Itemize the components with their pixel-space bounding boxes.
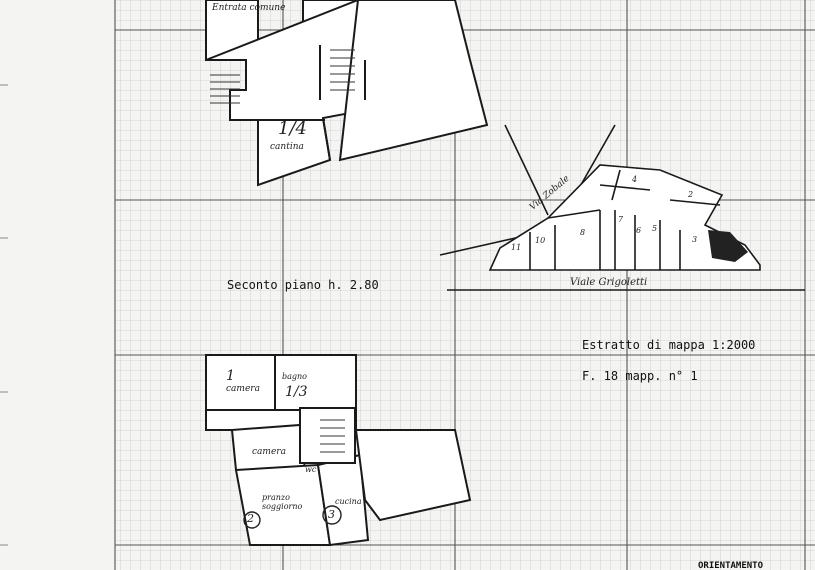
- room-pranzo-label: pranzo soggiorno: [262, 493, 303, 511]
- top-floor-plan: [205, 0, 489, 187]
- bottom-unit-label: 1/3: [285, 384, 308, 400]
- subject-parcel: [708, 230, 748, 262]
- parcel-5: 5: [652, 224, 658, 233]
- parcel-reference-label: F. 18 mapp. n° 1: [582, 369, 698, 383]
- room-1-number: 1: [226, 368, 235, 384]
- parcel-7: 7: [618, 215, 624, 224]
- room-marker-3: [322, 505, 342, 525]
- parcel-8: 8: [580, 228, 586, 237]
- bottom-floor-plan: [205, 354, 472, 547]
- parcel-2: 2: [688, 190, 694, 199]
- margin-ticks: [0, 84, 8, 546]
- parcel-4: 4: [632, 175, 638, 184]
- second-floor-label: Seconto piano h. 2.80: [227, 278, 379, 292]
- room-camera-label: camera: [226, 384, 260, 394]
- orientation-label: ORIENTAMENTO: [698, 561, 764, 570]
- room-2-number: 2: [247, 512, 254, 525]
- street-label-grigoletti: Viale Grigoletti: [570, 277, 648, 288]
- parcel-6: 6: [636, 226, 642, 235]
- parcel-10: 10: [535, 236, 546, 245]
- entrance-label: Entrata comune: [212, 3, 286, 13]
- parcel-11: 11: [511, 243, 522, 252]
- room-bagno-label: bagno: [282, 372, 307, 381]
- bottom-stairs: [320, 419, 345, 453]
- room-cucina-label: cucina: [335, 497, 362, 506]
- cellar-label: cantina: [270, 142, 304, 152]
- room-wc-label: wc: [305, 465, 317, 474]
- top-unit-label: 1/4: [278, 118, 307, 139]
- room-camera2-label: camera: [252, 447, 286, 457]
- map-extract-label: Estratto di mappa 1:2000: [582, 338, 756, 352]
- top-stairs: [210, 49, 355, 104]
- room-3-number: 3: [328, 508, 335, 521]
- cadastral-map: [439, 124, 805, 291]
- parcel-3: 3: [692, 235, 698, 244]
- room-marker-2: [243, 511, 261, 529]
